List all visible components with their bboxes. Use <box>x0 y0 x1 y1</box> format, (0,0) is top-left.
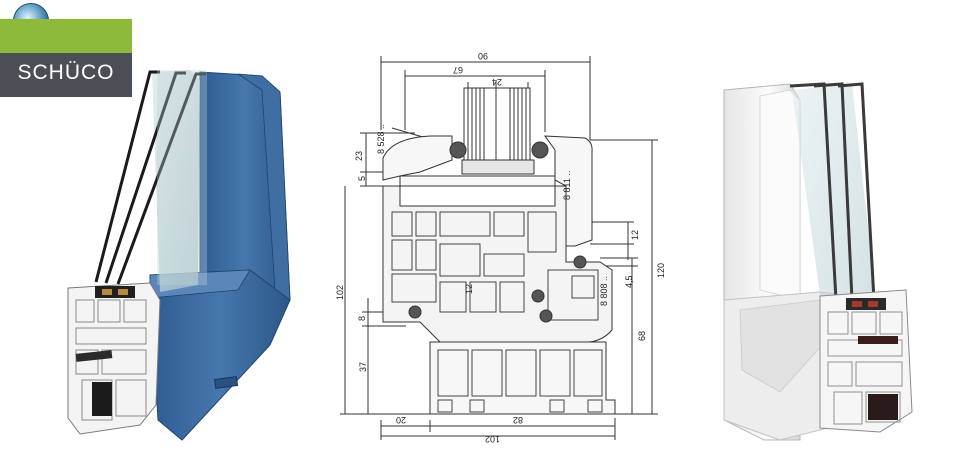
white-glass-pane-lines <box>789 82 876 301</box>
brand-name: SCHÜCO <box>17 61 115 84</box>
dim-bottom-82: 82 <box>513 415 523 425</box>
logo-dark-band <box>0 53 132 97</box>
dim-right-120: 120 <box>656 263 666 278</box>
part-label-8528: 8 528 .. <box>376 124 386 154</box>
dim-left-23: 23 <box>354 151 364 161</box>
dim-left-102: 102 <box>335 285 345 300</box>
dim-top-inner: 67 <box>453 65 463 75</box>
glass-pack <box>461 82 535 175</box>
dim-right-45: 4,5 <box>624 275 634 288</box>
part-label-8811: 8 811 .. <box>562 171 572 200</box>
blue-window-section <box>67 70 291 441</box>
dim-top-overall: 90 <box>478 51 488 61</box>
dimension-labels: 90 67 24 23 5 102 8 37 12 12 4,5 120 68 … <box>335 51 666 444</box>
dim-glass-pack: 24 <box>492 77 502 87</box>
dim-right-12: 12 <box>630 230 640 240</box>
dim-bottom-102: 102 <box>485 434 500 444</box>
dim-right-68: 68 <box>637 331 647 341</box>
white-window-section <box>723 82 913 441</box>
dim-bottom-20: 20 <box>396 415 406 425</box>
dim-left-8: 8 <box>357 316 367 321</box>
dim-center-12: 12 <box>464 284 474 294</box>
profile-section-drawing <box>340 56 658 440</box>
logo-green-band <box>0 19 132 53</box>
schuco-logo: SCHÜCO <box>0 0 132 97</box>
glass-pane-lines <box>94 70 206 285</box>
part-label-8808: 8 808 .. <box>599 276 609 306</box>
dim-left-5: 5 <box>357 176 367 181</box>
dim-left-37: 37 <box>358 362 368 372</box>
